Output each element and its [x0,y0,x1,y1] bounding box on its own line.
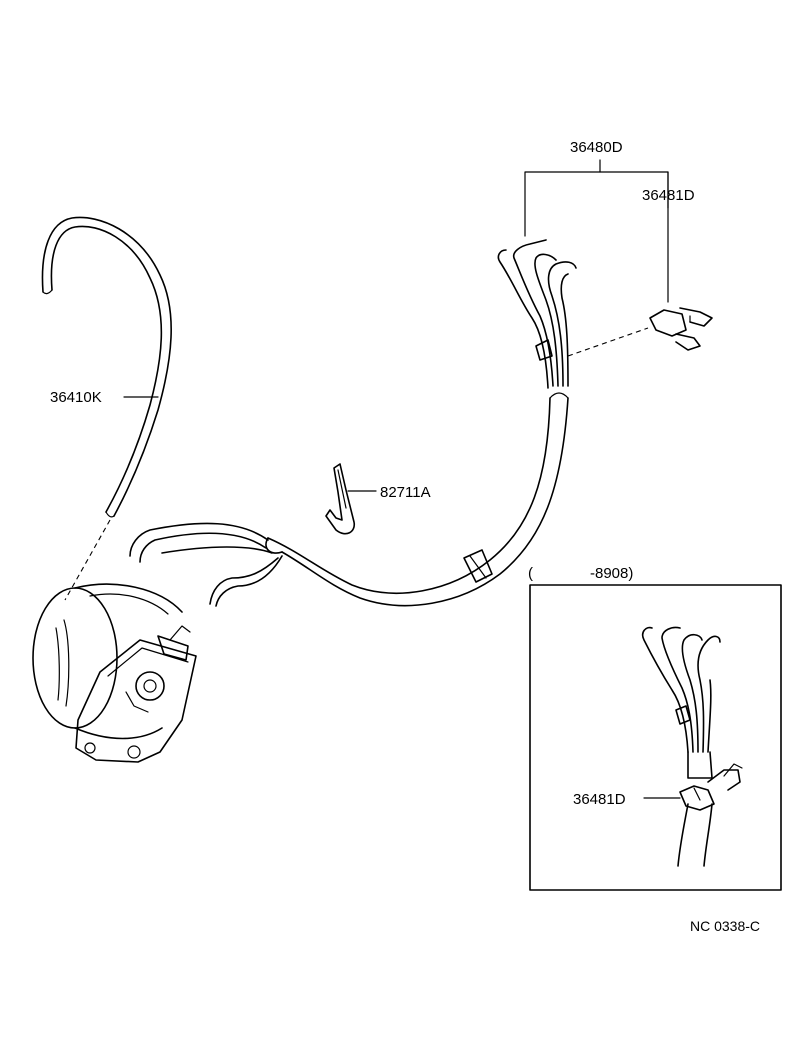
figure-code: NC 0338-C [690,918,760,934]
callout-36410k: 36410K [50,389,102,406]
vacuum-hose [41,216,172,518]
clip-82711a [325,463,356,535]
inset-range-open: ( [528,565,533,582]
connector-36481d [649,307,713,351]
connector-leader-dashed [567,327,649,357]
inset-range-end: -8908) [590,565,633,582]
wire-harness-inset [641,626,743,867]
callout-82711a: 82711A [380,484,431,501]
inset-box [529,584,782,891]
actuator-assembly [32,583,197,763]
callout-36481d: 36481D [642,187,695,204]
callout-36480d: 36480D [570,139,623,156]
leader-36480d [524,171,669,303]
hose-leader-dashed [64,519,111,601]
callout-inset-36481d: 36481D [573,791,626,808]
wire-harness-main [129,239,577,607]
